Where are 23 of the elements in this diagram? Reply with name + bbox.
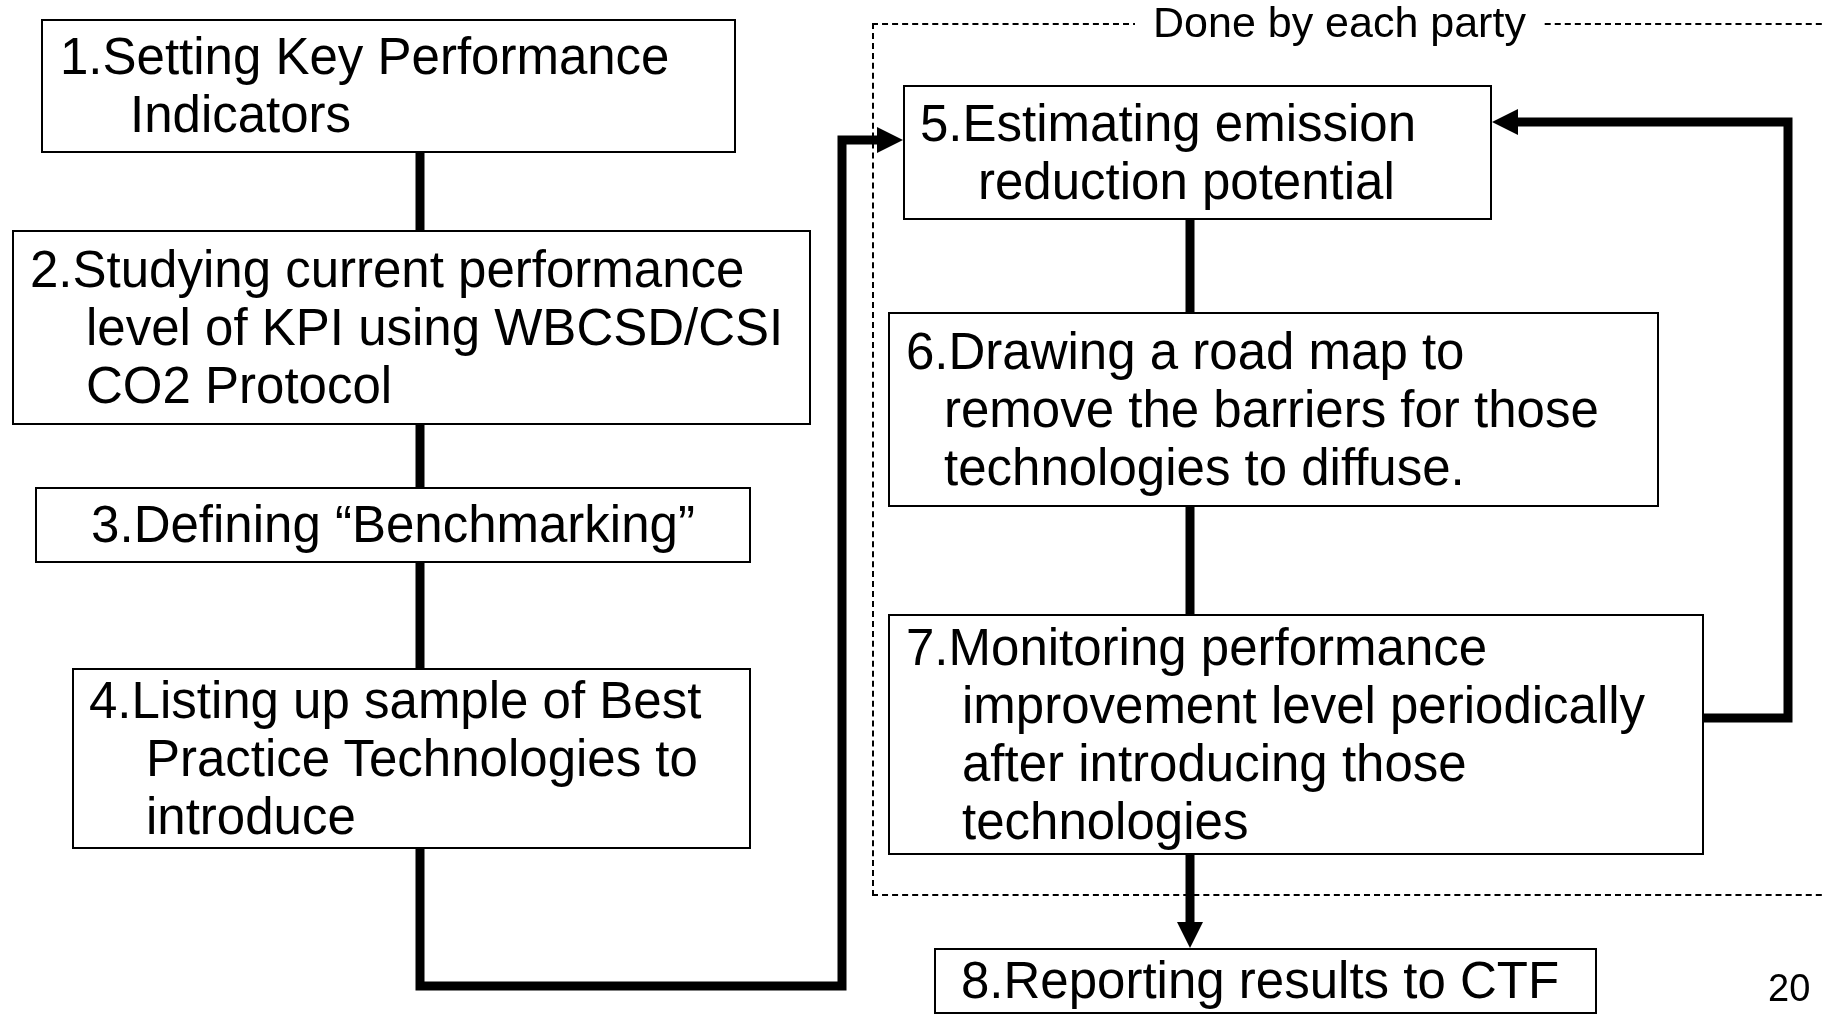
connector-line — [1185, 220, 1195, 312]
step-text: 8.Reporting results to CTF — [960, 952, 1561, 1010]
process-box — [35, 487, 751, 563]
step-text: 7.Monitoring performance improvement level periodically after introducing those technologies — [905, 618, 1647, 851]
step-text: 4.Listing up sample of Best Practice Technologies to introduce — [88, 671, 703, 846]
step-text: 3.Defining “Benchmarking” — [90, 496, 696, 554]
step-text: 6.Drawing a road map to remove the barriers for those technologies to diffuse. — [905, 322, 1600, 497]
connector-line — [415, 425, 425, 487]
arrow — [1492, 109, 1793, 723]
process-box — [903, 85, 1492, 220]
connector-line — [415, 153, 425, 230]
process-box — [12, 230, 811, 425]
step-text: 1.Setting Key Performance Indicators — [59, 28, 671, 144]
arrow — [1177, 855, 1203, 948]
connector-line — [415, 563, 425, 668]
connector-line — [1185, 507, 1195, 614]
step-text: 5.Estimating emission reduction potential — [919, 94, 1418, 211]
process-box — [41, 19, 736, 153]
process-box — [934, 948, 1597, 1014]
step-text: 2.Studying current performance level of KPI using WBCSD/CSI CO2 Protocol — [29, 240, 785, 415]
page-number: 20 — [1768, 966, 1811, 1010]
arrow — [415, 127, 903, 991]
process-box — [888, 312, 1659, 507]
